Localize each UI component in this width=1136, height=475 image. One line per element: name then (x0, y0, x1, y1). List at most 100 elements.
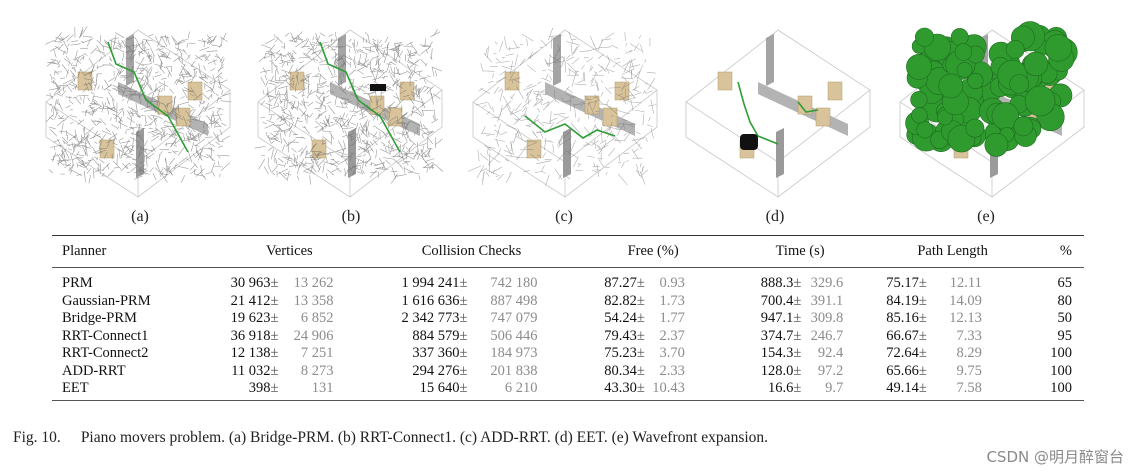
cell-mean: 374.7 (760, 327, 794, 344)
cell-planner: RRT-Connect2 (62, 345, 149, 362)
piano-icon (740, 134, 758, 150)
cell-std-dev: 506 446 (490, 327, 538, 344)
plus-minus-sign: ± (636, 275, 645, 292)
cell-std-dev: 184 973 (490, 345, 538, 362)
solution-path (107, 41, 189, 153)
plus-minus-sign: ± (459, 380, 468, 397)
cell-planner: Bridge-PRM (62, 310, 137, 327)
cell-mean: 79.43 (604, 327, 637, 344)
table-row: RRT-Connect2 12 138 ±7 251 337 360 ±184 973 7… (52, 345, 1084, 363)
plus-minus-sign: ± (918, 380, 927, 397)
caption-figure-number: Fig. 10. (13, 429, 61, 446)
wall (766, 34, 774, 86)
cell-std-dev: 0.93 (659, 275, 685, 292)
cell-free: 75.23±3.70 (579, 345, 726, 363)
cell-time: 700.4±391.1 (727, 293, 873, 311)
cell-percent: 100 (1050, 362, 1072, 379)
cell-percent: 50 (1057, 310, 1073, 327)
cell-mean: 15 640 (419, 380, 460, 397)
cell-mean: 12 138 (230, 345, 271, 362)
wavefront-spheres (905, 21, 1078, 157)
furniture-shelf (369, 95, 385, 115)
search-tree (45, 26, 232, 184)
panel-b (250, 12, 450, 207)
cell-mean: 700.4 (760, 292, 794, 309)
cell-planner: ADD-RRT (62, 362, 126, 379)
plus-minus-sign: ± (793, 380, 802, 397)
cell-std-dev: 6 210 (504, 380, 538, 397)
cell-std-dev: 1.73 (659, 292, 685, 309)
plus-minus-sign: ± (270, 275, 279, 292)
cell-path: 66.67±7.33 (873, 328, 1032, 346)
furniture-shelf (827, 81, 843, 101)
cell-percent: 80 (1057, 292, 1073, 309)
cell-percent: 100 (1031, 380, 1084, 401)
plus-minus-sign: ± (793, 345, 802, 362)
cell-mean: 75.23 (604, 345, 637, 362)
cell-std-dev: 887 498 (490, 292, 538, 309)
solution-path (524, 115, 616, 139)
cell-std-dev: 13 262 (293, 275, 334, 292)
cell-mean: 337 360 (412, 345, 460, 362)
cell-time: 374.7±246.7 (727, 328, 873, 346)
cell-planner: RRT-Connect1 (62, 327, 149, 344)
furniture-shelf (175, 107, 191, 127)
header-percent: % (1031, 235, 1084, 268)
cell-cc: 884 579±506 446 (364, 328, 580, 346)
panel-label-d: (d) (765, 208, 785, 225)
panel-illustration (899, 21, 1085, 198)
cell-path: 65.66±9.75 (873, 363, 1032, 381)
cell-std-dev: 742 180 (490, 275, 538, 292)
cell-cc: 1 994 241±742 180 (364, 268, 580, 293)
results-table: Planner Vertices Collision Checks Free (… (52, 235, 1084, 401)
furniture-shelf (602, 107, 618, 127)
cell-path: 75.17±12.11 (873, 268, 1032, 293)
furniture-shelf (99, 139, 115, 159)
cell-path: 85.16±12.13 (873, 310, 1032, 328)
cell-cc: 2 342 773±747 079 (364, 310, 580, 328)
cell-mean: 947.1 (760, 310, 794, 327)
furniture-shelf (526, 139, 542, 159)
solution-path (797, 101, 819, 113)
cell-mean: 30 963 (230, 275, 271, 292)
plus-minus-sign: ± (636, 345, 645, 362)
header-path-length: Path Length (873, 235, 1032, 268)
cell-time: 16.6±9.7 (726, 380, 874, 401)
plus-minus-sign: ± (918, 362, 927, 379)
cell-std-dev: 92.4 (817, 345, 844, 362)
cell-std-dev: 7 251 (300, 345, 334, 362)
solution-path (737, 81, 779, 145)
cell-mean: 36 918 (230, 327, 271, 344)
cell-std-dev: 24 906 (293, 327, 334, 344)
wall (136, 128, 144, 178)
panel-illustration (254, 28, 444, 198)
cell-mean: 154.3 (760, 345, 794, 362)
cell-std-dev: 201 838 (490, 362, 538, 379)
piano-icon (370, 84, 386, 91)
plus-minus-sign: ± (793, 362, 802, 379)
cell-planner: PRM (62, 275, 93, 292)
cell-planner: EET (52, 380, 216, 401)
wall (563, 128, 571, 178)
cell-std-dev: 14.09 (949, 292, 982, 309)
cell-cc: 294 276±201 838 (364, 363, 580, 381)
cell-path: 84.19±14.09 (873, 293, 1032, 311)
furniture-shelf (187, 81, 203, 101)
cell-mean: 54.24 (604, 310, 637, 327)
plus-minus-sign: ± (459, 362, 468, 379)
cell-mean: 84.19 (886, 292, 919, 309)
plus-minus-sign: ± (270, 362, 279, 379)
cell-std-dev: 9.7 (825, 380, 844, 397)
cell-std-dev: 309.8 (810, 310, 844, 327)
plus-minus-sign: ± (270, 380, 279, 397)
cell-free: 79.43±2.37 (579, 328, 726, 346)
cell-std-dev: 131 (311, 380, 334, 397)
cell-mean: 2 342 773 (401, 310, 460, 327)
cell-std-dev: 1.77 (659, 310, 685, 327)
cell-vert: 30 963±13 262 (215, 268, 363, 293)
plus-minus-sign: ± (793, 310, 802, 327)
wall (348, 128, 356, 178)
cell-mean: 65.66 (886, 362, 919, 379)
